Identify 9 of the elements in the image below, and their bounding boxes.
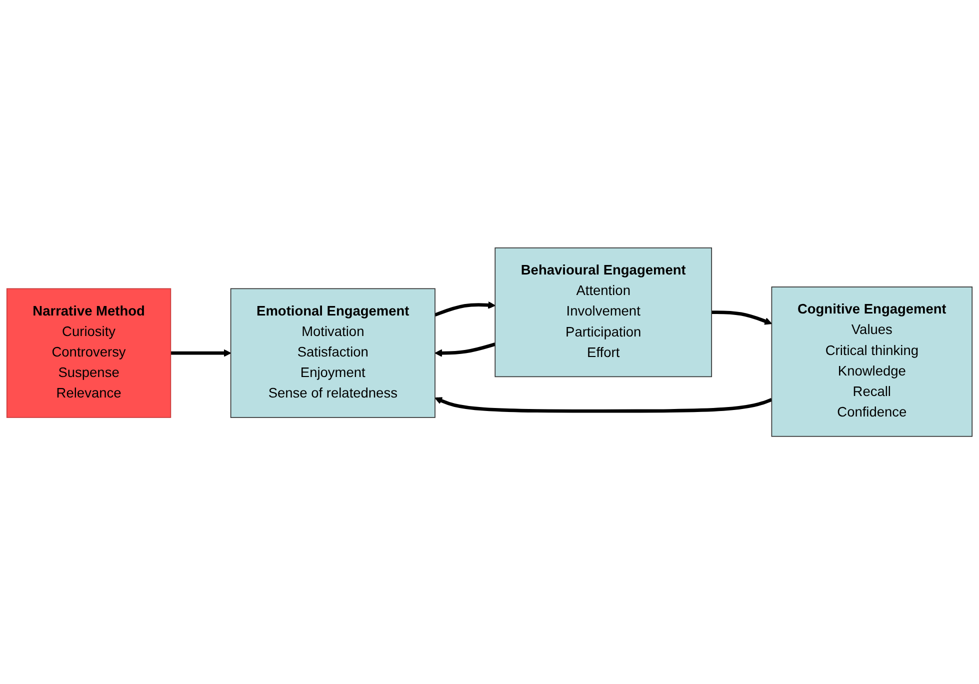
arrow <box>170 349 232 357</box>
node-box: Cognitive Engagement Values Critical thinking Knowledge Recall Confidence <box>771 286 973 437</box>
node-box: Emotional Engagement Motivation Satisfaction Enjoyment Sense of relatedness <box>230 288 436 418</box>
node-box: Narrative Method Curiosity Controversy Suspense Relevance <box>6 288 172 418</box>
arrow <box>434 301 496 316</box>
arrow <box>434 342 496 357</box>
arrow <box>712 310 772 325</box>
arrow <box>434 397 772 413</box>
node-box: Behavioural Engagement Attention Involvement Participation Effort <box>494 247 712 377</box>
